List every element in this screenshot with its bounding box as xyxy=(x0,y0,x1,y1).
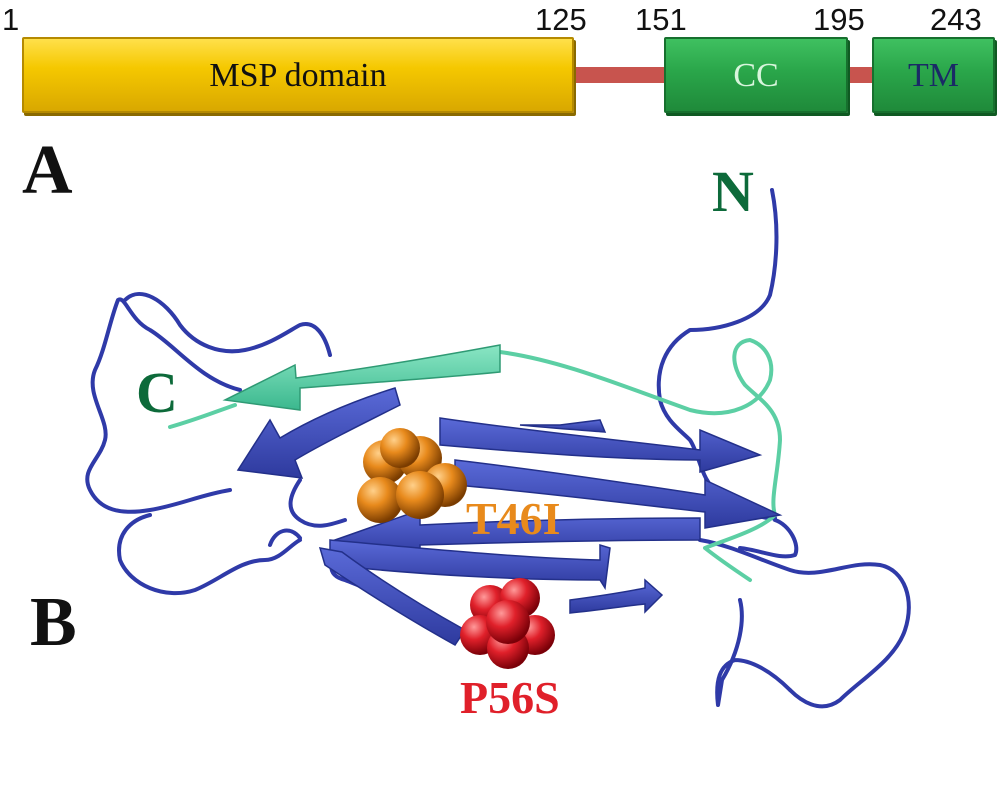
linker-msp-cc xyxy=(572,67,668,83)
strand-diagonal xyxy=(318,547,467,646)
loop-top-left xyxy=(123,292,332,357)
position-label-151: 151 xyxy=(635,2,687,37)
tm-domain-box: TM xyxy=(872,37,995,113)
panel-label-b: B xyxy=(30,584,77,661)
msp-domain-label: MSP domain xyxy=(209,57,387,94)
loop-n-terminal xyxy=(656,188,779,521)
position-label-243: 243 xyxy=(930,2,982,37)
t46i-sphere-cluster xyxy=(357,428,467,523)
loop-right-lower xyxy=(698,538,911,709)
cc-domain-box: CC xyxy=(664,37,848,113)
p56s-label: P56S xyxy=(460,672,560,723)
strand-short-upper xyxy=(519,419,607,433)
n-terminus-label: N xyxy=(712,159,754,224)
panel-label-a: A xyxy=(22,132,73,209)
loop-left-outer xyxy=(85,297,242,514)
loop-right-tail xyxy=(715,598,792,707)
strand-small-right xyxy=(569,578,664,614)
teal-strand xyxy=(222,344,501,411)
position-label-195: 195 xyxy=(813,2,865,37)
linker-cc-tm xyxy=(846,67,874,83)
position-label-1: 1 xyxy=(2,2,20,37)
c-terminus-label: C xyxy=(136,360,178,425)
loop-under-sheet xyxy=(268,528,302,547)
loop-lower-left xyxy=(117,513,302,596)
tm-domain-label: TM xyxy=(908,57,959,94)
position-label-125: 125 xyxy=(535,2,587,37)
cc-domain-label: CC xyxy=(733,57,779,94)
p56s-sphere-cluster xyxy=(460,578,555,669)
teal-c-tail xyxy=(168,403,237,429)
strand-upper-left xyxy=(236,387,401,479)
strand-upper-main xyxy=(439,417,763,473)
t46i-label: T46I xyxy=(466,493,561,544)
loop-right-mid xyxy=(738,518,799,559)
teal-coil xyxy=(498,338,782,582)
loop-left-sheet-link xyxy=(288,478,347,528)
strand-upper-main-2 xyxy=(454,459,783,529)
msp-domain-box: MSP domain xyxy=(22,37,574,113)
strand-lower xyxy=(329,539,611,591)
